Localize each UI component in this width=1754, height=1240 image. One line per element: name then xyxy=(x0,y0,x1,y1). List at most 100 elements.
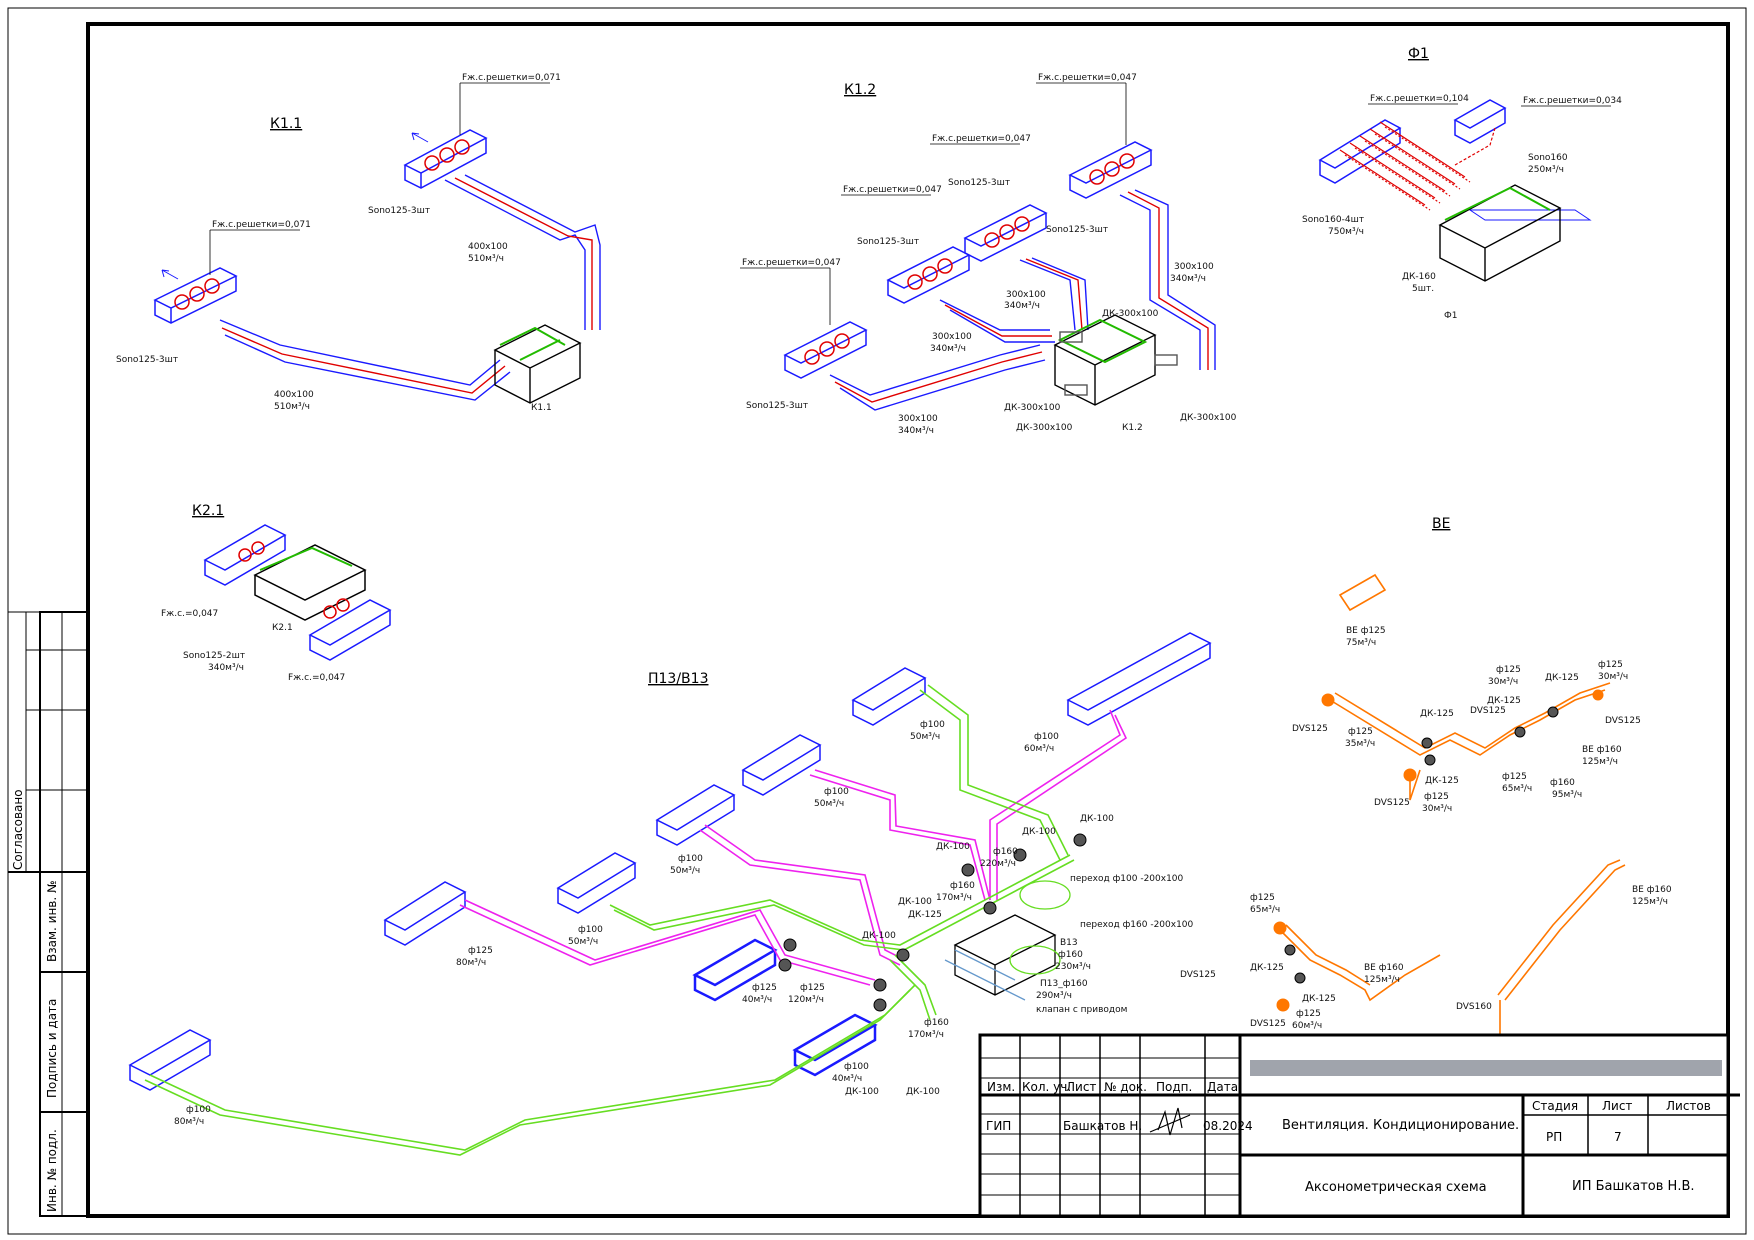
p13-l6-q: 50м³/ч xyxy=(568,937,598,947)
p13-dk100-c: ДК-100 xyxy=(936,842,970,852)
p13-l4-q: 50м³/ч xyxy=(670,866,700,876)
stamp-person: Башкатов Н. xyxy=(1063,1119,1142,1133)
p13-dk100-d: ДК-100 xyxy=(898,897,932,907)
be-l8-q: 60м³/ч xyxy=(1292,1021,1322,1031)
k12-grille-1: Fж.с.решетки=0,047 xyxy=(1038,73,1137,83)
p13-l11-d: ф160 xyxy=(924,1018,949,1028)
p13-l10-d: ф125 xyxy=(800,983,825,993)
be-dvs-2: DVS125 xyxy=(1605,716,1641,726)
p13-l8-d: ф160 xyxy=(950,881,975,891)
p13-dampers xyxy=(778,833,1087,1012)
k12-sono-2: Sono125-3шт xyxy=(1046,225,1108,235)
k11-arrow-left xyxy=(161,269,179,280)
side-replace-inv: Взам. инв. № xyxy=(45,881,59,962)
k12-d1-flow: 340м³/ч xyxy=(1170,274,1206,284)
k12-dk-4: ДК-300x100 xyxy=(1180,413,1237,423)
be-l2-d: ф125 xyxy=(1598,660,1623,670)
p13-trans-1: переход ф100 -200x100 xyxy=(1070,874,1184,884)
p13-l13-q: 80м³/ч xyxy=(174,1117,204,1127)
side-approved: Согласовано xyxy=(11,789,25,870)
k21-title: К2.1 xyxy=(192,503,224,519)
p13-dk125: ДК-125 xyxy=(908,910,942,920)
be-be160-1: ВЕ ф160 xyxy=(1582,745,1622,755)
be-dk125-1: ДК-125 xyxy=(1545,673,1579,683)
k12-title: К1.2 xyxy=(844,82,876,98)
p13-l4-d: ф100 xyxy=(678,854,703,864)
stamp-sheet-title: Аксонометрическая схема xyxy=(1305,1180,1487,1195)
stamp-h-list: Лист xyxy=(1066,1080,1096,1094)
be-dvs-3: DVS125 xyxy=(1292,724,1328,734)
f1-sono-1-flow: 750м³/ч xyxy=(1328,227,1364,237)
stamp-role: ГИП xyxy=(986,1119,1011,1133)
f1-grille-1: Fж.с.решетки=0,104 xyxy=(1370,94,1469,104)
p13-dk100-g: ДК-100 xyxy=(906,1087,940,1097)
system-k1-2: К1.2 Fж.с.решетки=0 xyxy=(740,73,1237,436)
f1-unit-label: Ф1 xyxy=(1444,311,1457,321)
be-dk125-4: ДК-125 xyxy=(1425,776,1459,786)
k21-fzh-1: Fж.с.=0,047 xyxy=(161,609,218,619)
p13-l2-q: 60м³/ч xyxy=(1024,744,1054,754)
p13-l1-q: 50м³/ч xyxy=(910,732,940,742)
p13-l13-d: ф100 xyxy=(186,1105,211,1115)
be-dvs-4: DVS125 xyxy=(1374,798,1410,808)
k12-grille-2: Fж.с.решетки=0,047 xyxy=(932,134,1031,144)
k21-unit: К2.1 xyxy=(272,623,293,633)
p13-l9-d: ф125 xyxy=(752,983,777,993)
stamp-h-date: Дата xyxy=(1207,1080,1238,1094)
k11-sono-top: Sono125-3шт xyxy=(368,206,430,216)
f1-dk: ДК-160 xyxy=(1402,272,1436,282)
f1-grilles xyxy=(1318,99,1592,221)
p13-l5-d: ф125 xyxy=(468,946,493,956)
p13-dk100-f: ДК-100 xyxy=(845,1087,879,1097)
be-be125-top: ВЕ ф125 xyxy=(1346,626,1386,636)
k12-sono-1: Sono125-3шт xyxy=(948,178,1010,188)
k12-unit-label: К1.2 xyxy=(1122,423,1143,433)
be-be125-top-q: 75м³/ч xyxy=(1346,638,1376,648)
k11-unit xyxy=(493,324,582,404)
be-be160-2-q: 125м³/ч xyxy=(1632,897,1668,907)
be-l8-d: ф125 xyxy=(1296,1009,1321,1019)
be-dvs-5: DVS125 xyxy=(1180,970,1216,980)
p13-b13-q: 230м³/ч xyxy=(1055,962,1091,972)
be-dvs-7: DVS160 xyxy=(1456,1002,1492,1012)
stamp-date: 08.2024 xyxy=(1203,1119,1253,1133)
k12-d2-size: 300x100 xyxy=(1006,290,1046,300)
f1-sono-2-flow: 250м³/ч xyxy=(1528,165,1564,175)
k21-fzh-2: Fж.с.=0,047 xyxy=(288,673,345,683)
f1-unit xyxy=(1438,184,1562,282)
k12-d4-size: 300x100 xyxy=(898,414,938,424)
be-ducts xyxy=(1279,573,1626,1040)
system-k1-1: К1.1 Fж.с.решетки=0,071 Fж.с.решетки=0,0… xyxy=(116,73,601,413)
be-be160-2: ВЕ ф160 xyxy=(1632,885,1672,895)
f1-grille-2: Fж.с.решетки=0,034 xyxy=(1523,96,1622,106)
p13-dk100-b: ДК-100 xyxy=(1022,827,1056,837)
k11-duct1-size: 400x100 xyxy=(468,242,508,252)
p13-l2-d: ф100 xyxy=(1034,732,1059,742)
be-l4-d: ф125 xyxy=(1424,792,1449,802)
system-be: ВЕ ВЕ ф125 75м³/ч ф125 30м³/ч ДК-125 ф12… xyxy=(1180,516,1672,1047)
be-l4-q: 30м³/ч xyxy=(1422,804,1452,814)
be-l6-q: 95м³/ч xyxy=(1552,790,1582,800)
p13-l8-q: 170м³/ч xyxy=(936,893,972,903)
k12-d3-size: 300x100 xyxy=(932,332,972,342)
k11-grille-left xyxy=(153,267,238,324)
k12-grille-4: Fж.с.решетки=0,047 xyxy=(742,258,841,268)
p13-valve: клапан с приводом xyxy=(1036,1005,1127,1015)
title-block: Изм. Кол. уч. Лист № док. Подп. Дата ГИП… xyxy=(978,1033,1740,1218)
be-dk125-6: ДК-125 xyxy=(1302,994,1336,1004)
system-f1: Ф1 Fж.с.решетки=0,104 Fж.с.решетки=0,034… xyxy=(1302,46,1622,321)
p13-unit xyxy=(944,880,1071,1001)
be-fans xyxy=(1273,689,1604,1047)
p13-l3-q: 50м³/ч xyxy=(814,799,844,809)
k12-d3-flow: 340м³/ч xyxy=(930,344,966,354)
stamp-stage: РП xyxy=(1546,1130,1562,1144)
f1-flex-ducts xyxy=(1339,121,1496,211)
k12-dk-3: ДК-300x100 xyxy=(1016,423,1073,433)
be-be160-1-q: 125м³/ч xyxy=(1582,757,1618,767)
p13-l12-q: 40м³/ч xyxy=(832,1074,862,1084)
k21-sono-flow: 340м³/ч xyxy=(208,663,244,673)
k12-d2-flow: 340м³/ч xyxy=(1004,301,1040,311)
stamp-h-kol: Кол. уч. xyxy=(1022,1080,1071,1094)
p13-l11-q: 170м³/ч xyxy=(908,1030,944,1040)
